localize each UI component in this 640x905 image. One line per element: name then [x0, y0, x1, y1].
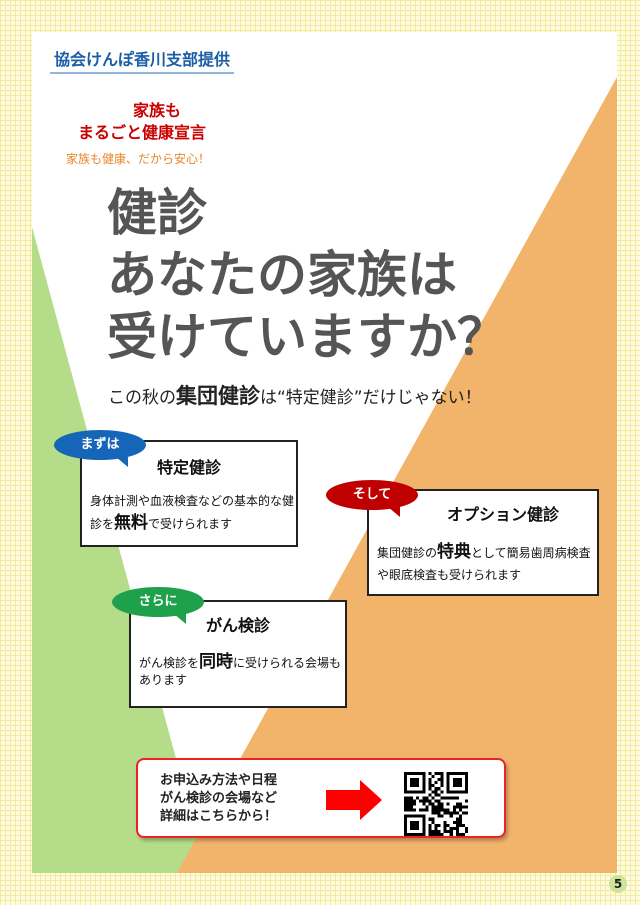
- card-text: 身体計測や血液検査などの基本的な健診を無料で受けられます: [82, 478, 296, 535]
- card-heading: 特定健診: [156, 458, 221, 477]
- card-heading: がん検診: [205, 616, 270, 635]
- page-title: 健診 あなたの家族は 受けていますか？: [107, 182, 507, 368]
- cta-line1: お申込み方法や日程: [160, 773, 278, 788]
- subtitle-pre: この秋の: [108, 388, 176, 408]
- card-text-pre: 集団健診の: [377, 546, 438, 560]
- flyer-page: 協会けんぽ香川支部提供 家族も まるごと健康宣言 家族も健康、だから安心！ 健診…: [32, 32, 617, 873]
- arrow-right-icon: [326, 780, 382, 820]
- slogan: 家族も まるごと健康宣言: [72, 100, 242, 144]
- card-gan: がん検診 がん検診を同時に受けられる会場もあります: [129, 600, 347, 708]
- badge-soshite: そして: [326, 480, 418, 517]
- slogan-line1: 家族も: [132, 101, 181, 120]
- cta-line3: 詳細はこちらから！: [160, 809, 278, 824]
- badge-sarani: さらに: [112, 587, 204, 624]
- card-option: オプション健診 集団健診の特典として簡易歯周病検査や眼底検査も受けられます: [367, 489, 599, 596]
- card-text-pre: 身体計測や血液検査などの基本的な健診を: [90, 494, 295, 531]
- qr-code[interactable]: [404, 772, 468, 836]
- title-line1: 健診: [107, 184, 207, 242]
- subtitle: この秋の集団健診は“特定健診”だけじゃない！: [108, 380, 482, 410]
- green-triangle: [32, 227, 207, 873]
- card-heading: オプション健診: [446, 505, 559, 524]
- title-line3: 受けていますか？: [107, 308, 507, 366]
- info-link-box[interactable]: お申込み方法や日程 がん検診の会場など 詳細はこちらから！: [136, 758, 506, 838]
- subtitle-bold: 集団健診: [176, 384, 260, 408]
- card-text: 集団健診の特典として簡易歯周病検査や眼底検査も受けられます: [369, 525, 597, 586]
- badge-mazuha: まずは: [54, 430, 146, 467]
- title-line2: あなたの家族は: [107, 246, 457, 304]
- page-number: 5: [609, 875, 627, 893]
- card-text-pre: がん検診を: [139, 656, 200, 670]
- card-text-post: で受けられます: [148, 517, 233, 531]
- card-text-bold: 無料: [114, 513, 149, 533]
- card-text-bold: 特典: [437, 542, 472, 562]
- cta-line2: がん検診の会場など: [160, 791, 278, 806]
- cta-text: お申込み方法や日程 がん検診の会場など 詳細はこちらから！: [160, 772, 277, 826]
- slogan-tagline: 家族も健康、だから安心！: [66, 152, 211, 166]
- subtitle-post: は“特定健診”だけじゃない！: [260, 388, 482, 408]
- provider-label: 協会けんぽ香川支部提供: [50, 46, 235, 74]
- card-tokutei: 特定健診 身体計測や血液検査などの基本的な健診を無料で受けられます: [80, 440, 298, 547]
- card-text-bold: 同時: [199, 652, 234, 672]
- card-text-post: として簡易歯周病検査や眼底検査も受けられます: [377, 546, 591, 582]
- card-text: がん検診を同時に受けられる会場もあります: [131, 636, 345, 689]
- card-text-post: に受けられる会場もあります: [139, 656, 342, 687]
- slogan-line2: まるごと健康宣言: [78, 123, 207, 142]
